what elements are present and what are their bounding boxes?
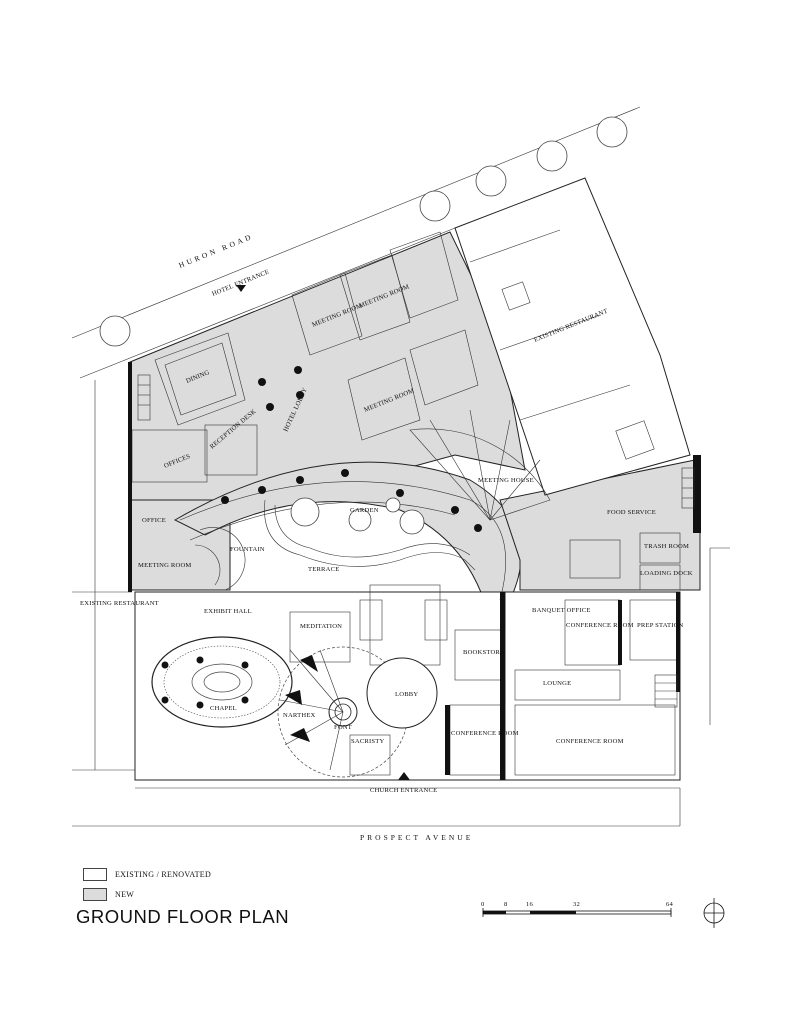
- street-name-north: HURON ROAD: [177, 232, 254, 270]
- entrance-arrow-icon: [236, 285, 246, 292]
- legend-label-existing: EXISTING / RENOVATED: [115, 869, 212, 879]
- lobby-plan: [366, 657, 438, 729]
- scale-tick-0: 0: [481, 901, 485, 908]
- label-trash-room: TRASH ROOM: [644, 543, 689, 550]
- wall-accents: [128, 362, 701, 780]
- label-exhibit-hall: EXHIBIT HALL: [204, 608, 252, 615]
- label-meeting-house: MEETING HOUSE: [478, 477, 534, 484]
- label-conference-room-1: CONFERENCE ROOM: [566, 622, 634, 629]
- columns: [221, 366, 482, 532]
- label-sacristy: SACRISTY: [351, 738, 385, 745]
- label-food-service: FOOD SERVICE: [607, 509, 656, 516]
- label-meditation: MEDITATION: [300, 623, 342, 630]
- scale-tick-64: 64: [666, 901, 673, 908]
- north-arrow-icon: [703, 898, 725, 928]
- label-fountain: FOUNTAIN: [230, 546, 265, 553]
- label-existing-restaurant-2: EXISTING RESTAURANT: [80, 600, 159, 607]
- label-church-entrance: CHURCH ENTRANCE: [370, 787, 437, 794]
- label-terrace: TERRACE: [308, 566, 339, 573]
- legend-swatch-new: [83, 887, 107, 901]
- plan-title: GROUND FLOOR PLAN: [76, 906, 290, 927]
- label-hotel-entrance: HOTEL ENTRANCE: [211, 269, 270, 298]
- label-loading-dock: LOADING DOCK: [640, 570, 693, 577]
- label-narthex: NARTHEX: [283, 712, 316, 719]
- tree-icon: [99, 315, 131, 347]
- legend-item-new: NEW: [83, 884, 211, 904]
- label-conference-room-3: CONFERENCE ROOM: [556, 738, 624, 745]
- label-font: FONT: [334, 724, 352, 731]
- chapel-plan: [151, 636, 293, 728]
- label-bookstore: BOOKSTORE: [463, 649, 504, 656]
- label-garden: GARDEN: [350, 507, 379, 514]
- legend-item-existing: EXISTING / RENOVATED: [83, 864, 211, 884]
- tree-icon: [475, 165, 507, 197]
- narthex-plan: [277, 646, 409, 778]
- legend-label-new: NEW: [115, 889, 135, 899]
- tree-icon: [536, 140, 568, 172]
- legend: EXISTING / RENOVATED NEW: [83, 864, 211, 904]
- label-office: OFFICE: [142, 517, 166, 524]
- label-chapel: CHAPEL: [210, 705, 237, 712]
- label-lobby: LOBBY: [395, 691, 418, 698]
- legend-swatch-existing: [83, 867, 107, 881]
- scale-tick-8: 8: [504, 901, 508, 908]
- label-meeting-room-4: MEETING ROOM: [138, 562, 192, 569]
- existing-construction: [134, 177, 691, 781]
- tree-icon: [419, 190, 451, 222]
- street-name-south: PROSPECT AVENUE: [360, 833, 473, 842]
- scale-bar: 0 8 16 32 64: [481, 901, 673, 917]
- entrance-arrow-icon: [398, 772, 410, 780]
- garden-terrace: [179, 481, 506, 601]
- label-prep-station: PREP STATION: [637, 622, 684, 629]
- label-lounge: LOUNGE: [543, 680, 571, 687]
- stairs: [137, 374, 695, 708]
- scale-tick-16: 16: [526, 901, 533, 908]
- tree-icon: [596, 116, 628, 148]
- scale-tick-32: 32: [573, 901, 580, 908]
- label-banquet-office: BANQUET OFFICE: [532, 607, 591, 614]
- street-trees: [99, 116, 628, 347]
- label-conference-room-2: CONFERENCE ROOM: [451, 730, 519, 737]
